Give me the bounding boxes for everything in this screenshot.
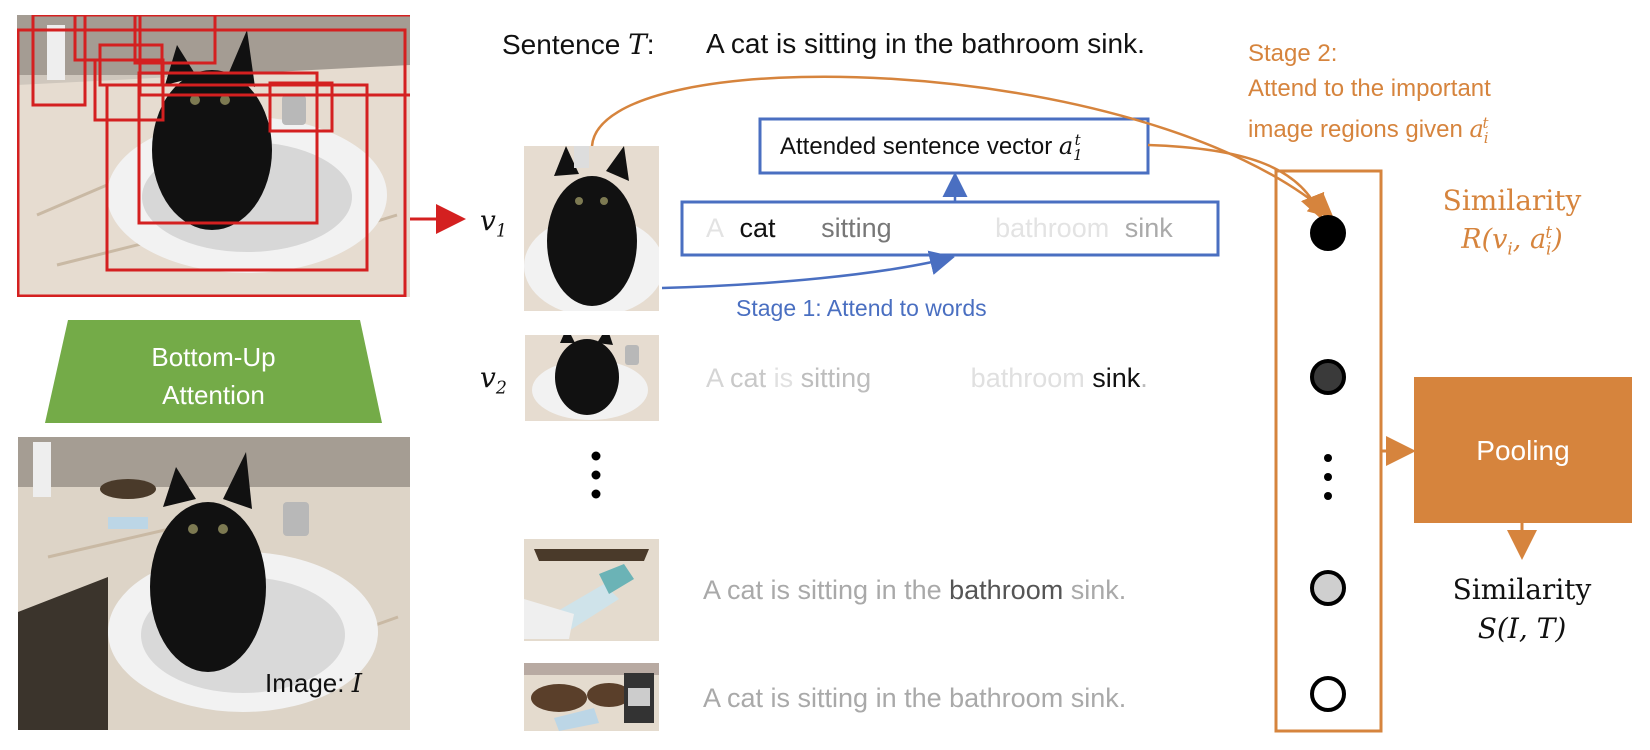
row3-post: sink. bbox=[1070, 575, 1127, 605]
pooling-box bbox=[1414, 377, 1632, 523]
row1-word-a: A bbox=[706, 213, 725, 243]
similarity-circle-4 bbox=[1310, 676, 1346, 712]
sentence-colon: : bbox=[646, 29, 655, 60]
sim-r-sub1: i bbox=[1507, 238, 1513, 259]
row2-word-is: is bbox=[773, 363, 794, 393]
sim-r-post: ) bbox=[1552, 224, 1563, 255]
v1-sub: 1 bbox=[495, 221, 507, 242]
bottom-up-attention-block bbox=[45, 320, 382, 423]
pooling-label: Pooling bbox=[1476, 435, 1570, 466]
stage2-line3: image regions given ait bbox=[1248, 106, 1491, 156]
stage2-sym-sup: t bbox=[1482, 114, 1489, 132]
stage2-line3-text: image regions given bbox=[1248, 116, 1463, 143]
bottom-up-line2: Attention bbox=[162, 380, 265, 410]
sim-r-sub2: i bbox=[1546, 238, 1552, 259]
v1-base: v bbox=[480, 204, 496, 237]
region-toothpaste-image bbox=[524, 539, 659, 641]
region-v1-image bbox=[524, 146, 659, 311]
image-label: Image: I bbox=[265, 668, 362, 699]
row3-highlight: bathroom bbox=[949, 575, 1064, 605]
bottom-up-attention-label: Bottom-Up Attention bbox=[45, 338, 382, 414]
row1-word-cat: cat bbox=[739, 213, 776, 243]
sentence-label: Sentence bbox=[502, 29, 621, 60]
stage2-line1: Stage 2: bbox=[1248, 40, 1338, 67]
region-v2-label: v2 bbox=[480, 361, 507, 399]
similarity-r-formula: R(vi, ait) bbox=[1412, 222, 1612, 258]
attended-symbol-sup: t bbox=[1074, 131, 1081, 149]
row2-word-sink: sink bbox=[1092, 363, 1141, 393]
image-label-text: Image: bbox=[265, 668, 345, 698]
stage2-line2: Attend to the important bbox=[1248, 75, 1491, 102]
row1-word-sitting: sitting bbox=[821, 213, 892, 243]
similarity-circle-3 bbox=[1310, 570, 1346, 606]
region-sunglasses-image bbox=[524, 663, 659, 731]
sim-r-mid: , a bbox=[1512, 224, 1547, 255]
similarity-dot-2 bbox=[1324, 473, 1332, 481]
stage1-arrow bbox=[661, 250, 955, 290]
attended-symbol-base: a bbox=[1058, 132, 1074, 160]
row3-sentence: A cat is sitting in the bathroom sink. bbox=[703, 575, 1126, 606]
boxed-input-image bbox=[17, 15, 410, 297]
row2-words: A cat is sitting bathroom sink. bbox=[706, 363, 1148, 394]
similarity-s-title: Similarity bbox=[1452, 573, 1592, 606]
row3-pre: A cat is sitting in the bbox=[703, 575, 942, 605]
stage2-sym-base: a bbox=[1469, 115, 1484, 143]
attended-label-text: Attended sentence vector bbox=[780, 133, 1053, 160]
vertical-ellipsis-icon-dot1 bbox=[591, 451, 601, 461]
attended-symbol-sub: 1 bbox=[1073, 145, 1083, 164]
row1-word-bathroom: bathroom bbox=[995, 213, 1110, 243]
bottom-up-line1: Bottom-Up bbox=[151, 342, 276, 372]
row1-attended-words: A cat sitting bathroom sink bbox=[706, 213, 1181, 244]
region-v1-label: v1 bbox=[480, 204, 507, 242]
v2-base: v bbox=[480, 361, 496, 394]
stage1-label: Stage 1: Attend to words bbox=[736, 295, 987, 321]
row2-word-a: A bbox=[706, 363, 723, 393]
sentence-symbol: T bbox=[628, 28, 647, 61]
row1-word-sink: sink bbox=[1124, 213, 1173, 243]
similarity-s-formula: S(I, T) bbox=[1477, 612, 1567, 645]
stage2-vector-arrow bbox=[1147, 143, 1325, 220]
row4-sentence: A cat is sitting in the bathroom sink. bbox=[703, 683, 1127, 713]
sim-r-sup2: t bbox=[1545, 222, 1553, 242]
vertical-ellipsis-icon-dot2 bbox=[591, 470, 601, 480]
stage2-sym-sub: i bbox=[1483, 128, 1489, 147]
attended-sentence-vector-label: Attended sentence vector a1t bbox=[780, 131, 1083, 164]
similarity-dot-1 bbox=[1324, 454, 1332, 462]
attended-symbol: a1t bbox=[1058, 131, 1083, 164]
row2-word-sitting: sitting bbox=[800, 363, 872, 393]
v2-sub: 2 bbox=[495, 378, 507, 399]
image-symbol: I bbox=[351, 669, 363, 699]
similarity-r-title: Similarity bbox=[1442, 184, 1582, 217]
input-image bbox=[18, 437, 410, 730]
region-v2-image bbox=[525, 335, 659, 421]
vertical-ellipsis-icon-dot3 bbox=[591, 489, 601, 499]
row2-word-cat: cat bbox=[730, 363, 767, 393]
sentence-header: Sentence T: bbox=[502, 28, 655, 61]
row2-word-period: . bbox=[1140, 363, 1148, 393]
region-similarity-column bbox=[1274, 169, 1383, 733]
stage2-label: Stage 2: Attend to the important image r… bbox=[1248, 36, 1491, 156]
similarity-circle-1 bbox=[1310, 215, 1346, 251]
stage2-symbol: ait bbox=[1469, 114, 1489, 147]
similarity-dot-3 bbox=[1324, 492, 1332, 500]
sentence-text: A cat is sitting in the bathroom sink. bbox=[706, 28, 1145, 59]
sim-r-pre: R(v bbox=[1461, 224, 1508, 255]
row2-word-bathroom: bathroom bbox=[970, 363, 1085, 393]
similarity-circle-2 bbox=[1310, 359, 1346, 395]
